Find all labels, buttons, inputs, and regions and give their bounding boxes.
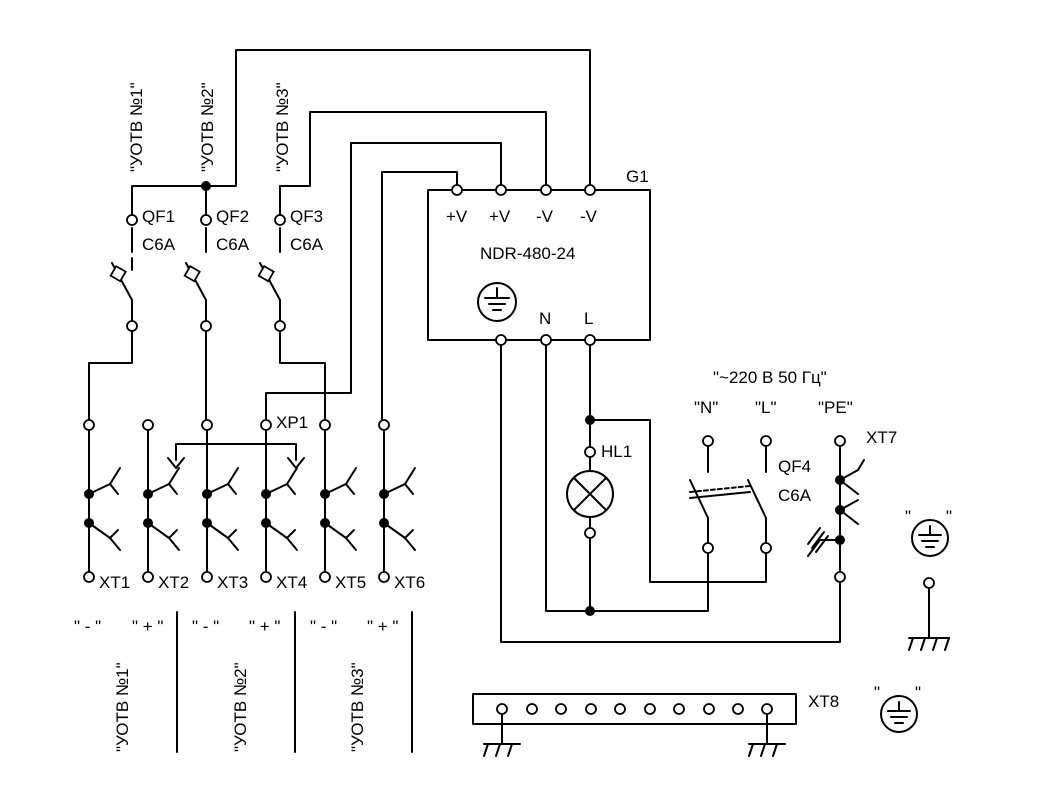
ground-quote-left-2: " (874, 683, 880, 702)
polarity-1: " - " (74, 617, 101, 636)
connector-xp1 (167, 443, 305, 469)
psu-pin-1: +V (446, 207, 468, 226)
psu-g1 (427, 184, 651, 346)
mains-label: "~220 В 50 Гц" (713, 368, 827, 387)
breaker-output-wiring (88, 330, 326, 421)
bottom-label-utv3: "УОТВ №3" (348, 662, 367, 752)
polarity-2: " + " (132, 617, 163, 636)
qf1-rating: C6A (142, 235, 176, 254)
terminal-xt2 (142, 419, 180, 583)
xt3-label: XT3 (217, 573, 248, 592)
terminal-xt7 (807, 435, 865, 583)
xp1-label: XP1 (276, 413, 308, 432)
breaker-qf3 (257, 214, 286, 332)
qf4-name: QF4 (778, 457, 811, 476)
xt5-label: XT5 (335, 573, 366, 592)
qf4-rating: C6A (778, 486, 812, 505)
psu-model: NDR-480-24 (480, 244, 575, 263)
terminal-xt5 (319, 419, 357, 583)
terminal-xt3 (201, 419, 239, 583)
mains-n-label: "N" (694, 398, 718, 417)
breaker-qf4 (689, 435, 772, 554)
psu-designator: G1 (626, 167, 649, 186)
xt2-label: XT2 (158, 573, 189, 592)
terminal-xt4 (260, 419, 298, 583)
polarity-5: " - " (310, 617, 337, 636)
mains-pe-label: "PE" (818, 398, 853, 417)
qf3-name: QF3 (290, 207, 323, 226)
bottom-label-utv2: "УОТВ №2" (231, 662, 250, 752)
top-label-utv3: "УОТВ №3" (273, 82, 292, 172)
psu-pin-2: +V (489, 207, 511, 226)
top-label-utv2: "УОТВ №2" (198, 82, 217, 172)
xt6-label: XT6 (394, 573, 425, 592)
earth-icon (477, 282, 517, 322)
mains-l-label: "L" (755, 398, 777, 417)
psu-pin-n: N (539, 309, 551, 328)
polarity-4: " + " (249, 617, 280, 636)
mains-wiring (500, 344, 841, 643)
terminal-xt1 (83, 419, 121, 583)
bottom-dividers (176, 611, 413, 753)
psu-pin-4: -V (580, 207, 598, 226)
ground-bar-xt8 (472, 693, 797, 757)
top-label-utv1: "УОТВ №1" (127, 82, 146, 172)
ground-quote-left-1: " (905, 507, 911, 526)
ground-quote-right-2: " (915, 683, 921, 702)
ground-symbol-xt8: " " (874, 683, 921, 733)
psu-pin-3: -V (536, 207, 554, 226)
polarity-3: " - " (192, 617, 219, 636)
ground-symbol-xt7: " " (905, 507, 952, 651)
breaker-qf2 (183, 190, 212, 332)
lamp-label: HL1 (601, 442, 632, 461)
qf2-rating: C6A (216, 235, 250, 254)
qf1-name: QF1 (142, 207, 175, 226)
polarity-6: " + " (367, 617, 398, 636)
breaker-qf1 (109, 214, 138, 332)
qf3-rating: C6A (290, 235, 324, 254)
qf2-name: QF2 (216, 207, 249, 226)
ground-quote-right-1: " (946, 507, 952, 526)
terminal-xt6 (378, 419, 416, 583)
bottom-label-utv1: "УОТВ №1" (113, 662, 132, 752)
xt4-label: XT4 (276, 573, 307, 592)
xt8-label: XT8 (808, 692, 839, 711)
xt1-label: XT1 (99, 573, 130, 592)
psu-pin-l: L (584, 309, 593, 328)
xt7-label: XT7 (866, 428, 897, 447)
lamp-hl1 (566, 419, 614, 539)
top-wiring (131, 49, 591, 423)
